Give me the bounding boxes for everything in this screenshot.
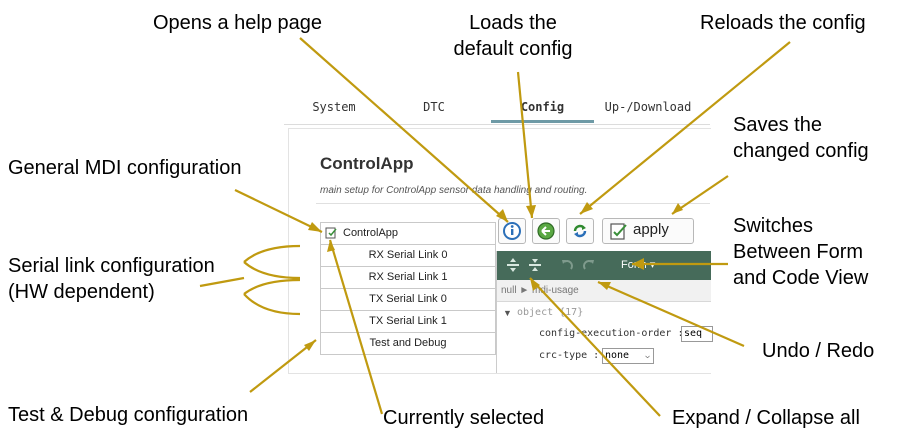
list-item-label: RX Serial Link 1 <box>368 271 448 283</box>
tab-system[interactable]: System <box>312 100 356 114</box>
object-label: object {17} <box>517 307 584 318</box>
annotation-save-line2: changed config <box>733 140 869 162</box>
redo-icon[interactable] <box>581 257 597 273</box>
annotation-switch: Switches Between Form and Code View <box>733 213 868 291</box>
list-item-label: TX Serial Link 1 <box>369 315 447 327</box>
annotation-default-line1: Loads the <box>469 12 557 34</box>
editor-toolbar: Form ▾ <box>497 251 711 280</box>
info-icon <box>503 222 521 240</box>
collapse-all-icon[interactable] <box>527 257 543 273</box>
annotation-selected: Currently selected <box>383 407 545 429</box>
editor-body: ▼ object {17} config-execution-order : s… <box>497 302 713 373</box>
annotation-undo: Undo / Redo <box>762 340 875 362</box>
annotation-reload: Reloads the config <box>700 12 866 34</box>
breadcrumb-text: null ► mdi-usage <box>501 285 579 296</box>
list-item-test-and-debug[interactable]: Test and Debug <box>320 333 496 355</box>
json-editor: Form ▾ null ► mdi-usage ▼ object {17} co… <box>496 251 713 373</box>
annotation-switch-line2: Between Form <box>733 241 864 263</box>
annotation-serial-line1: Serial link configuration <box>8 255 215 277</box>
annotation-default-line2: default config <box>453 38 573 60</box>
load-default-button[interactable] <box>532 218 560 244</box>
annotation-default: Loads the default config <box>418 10 608 62</box>
tab-bar: System DTC Config Up-/Download <box>284 92 710 125</box>
list-item-tx-serial-link-0[interactable]: TX Serial Link 0 <box>320 289 496 311</box>
edit-document-icon <box>325 227 337 239</box>
page-title: ControlApp <box>320 154 414 173</box>
config-list: ControlApp RX Serial Link 0 RX Serial Li… <box>320 222 496 355</box>
collapse-toggle-icon[interactable]: ▼ <box>503 308 512 318</box>
tab-up-download[interactable]: Up-/Download <box>604 100 692 114</box>
annotation-expand: Expand / Collapse all <box>672 407 860 429</box>
list-item-label: Test and Debug <box>369 337 447 349</box>
config-ui: System DTC Config Up-/Download ControlAp… <box>284 92 713 374</box>
page-description: main setup for ControlApp sensor data ha… <box>320 185 588 196</box>
annotation-serial: Serial link configuration (HW dependent) <box>8 253 215 305</box>
load-default-icon <box>537 222 555 240</box>
list-item-controlapp[interactable]: ControlApp <box>320 222 496 245</box>
annotation-switch-line1: Switches <box>733 215 814 237</box>
crc-type-value: none <box>605 350 630 361</box>
tab-dtc[interactable]: DTC <box>423 100 445 114</box>
list-item-rx-serial-link-0[interactable]: RX Serial Link 0 <box>320 245 496 267</box>
expand-all-icon[interactable] <box>505 257 521 273</box>
list-item-label: TX Serial Link 0 <box>369 293 447 305</box>
annotation-general: General MDI configuration <box>8 157 242 179</box>
annotation-test: Test & Debug configuration <box>8 404 249 426</box>
save-edit-icon <box>610 223 627 240</box>
annotation-save-line1: Saves the <box>733 114 822 136</box>
list-item-label: RX Serial Link 0 <box>368 249 448 261</box>
crc-type-select[interactable]: none ⌵ <box>602 348 654 364</box>
tab-config[interactable]: Config <box>491 92 594 123</box>
help-button[interactable] <box>498 218 526 244</box>
undo-icon[interactable] <box>559 257 575 273</box>
list-item-tx-serial-link-1[interactable]: TX Serial Link 1 <box>320 311 496 333</box>
field-crc-type: crc-type : <box>539 350 600 361</box>
field-config-execution-order: config-execution-order : <box>539 328 684 339</box>
apply-button[interactable]: apply <box>602 218 694 244</box>
apply-label: apply <box>633 221 669 238</box>
list-item-label: ControlApp <box>343 227 399 239</box>
annotation-switch-line3: and Code View <box>733 267 869 289</box>
editor-breadcrumb: null ► mdi-usage <box>497 280 711 302</box>
chevron-down-icon: ⌵ <box>645 351 650 360</box>
annotation-save: Saves the changed config <box>733 112 869 164</box>
reload-button[interactable] <box>566 218 594 244</box>
divider <box>316 203 710 204</box>
reload-icon <box>573 224 587 238</box>
list-item-rx-serial-link-1[interactable]: RX Serial Link 1 <box>320 267 496 289</box>
annotation-help: Opens a help page <box>153 12 323 34</box>
annotation-serial-line2: (HW dependent) <box>8 281 155 303</box>
